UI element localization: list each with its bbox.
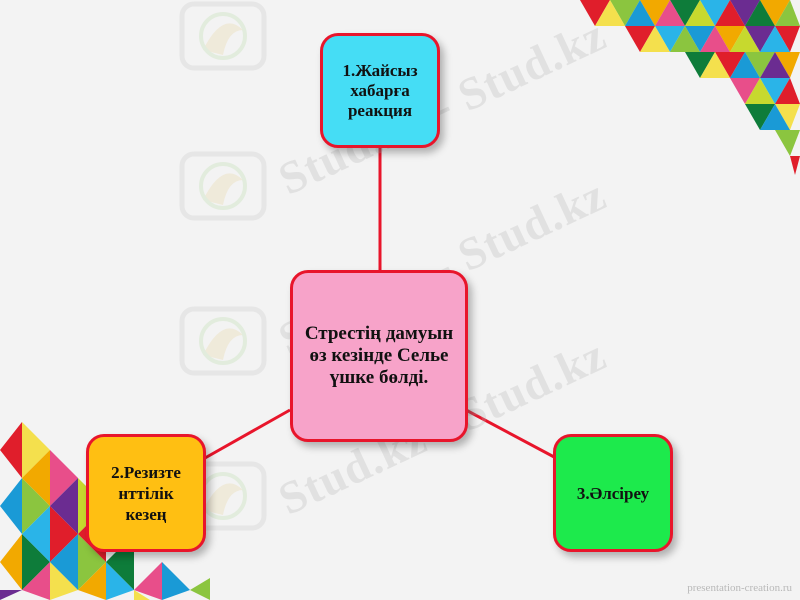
node-top-text: 1.Жайсыз хабарға реакция bbox=[342, 60, 418, 120]
watermark-logo-icon bbox=[179, 151, 267, 221]
node-left: 2.Резизте нттілік кезең bbox=[86, 434, 206, 552]
triangle-pattern-top-right bbox=[580, 0, 800, 175]
center-node: Стрестің дамуын өз кезінде Селье үшке бө… bbox=[290, 270, 468, 442]
triangle-pattern-bottom-left bbox=[0, 422, 210, 600]
node-right: 3.Әлсіреу bbox=[553, 434, 673, 552]
node-top: 1.Жайсыз хабарға реакция bbox=[320, 33, 440, 148]
footer-credit: presentation-creation.ru bbox=[687, 582, 792, 594]
connector-right bbox=[465, 408, 557, 460]
connector-left bbox=[204, 408, 291, 460]
node-right-text: 3.Әлсіреу bbox=[576, 483, 650, 503]
center-node-text: Стрестің дамуын өз кезінде Селье үшке бө… bbox=[304, 323, 454, 388]
watermark-logo-icon bbox=[179, 306, 267, 376]
node-left-text: 2.Резизте нттілік кезең bbox=[111, 462, 181, 524]
watermark-logo-icon bbox=[179, 1, 267, 71]
